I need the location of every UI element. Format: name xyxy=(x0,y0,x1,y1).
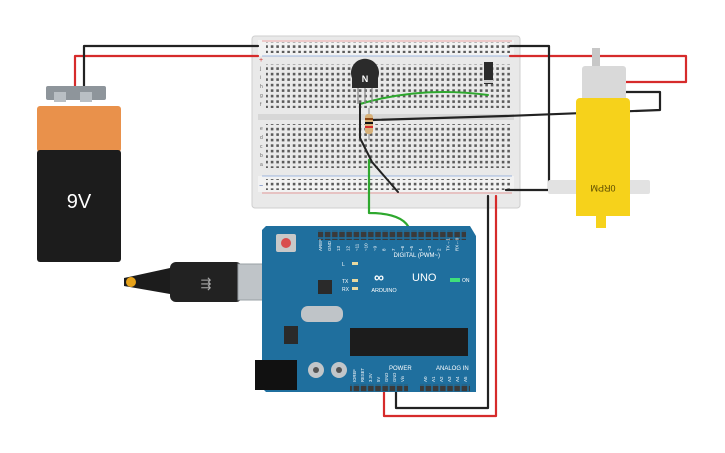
row-letter: g xyxy=(260,93,263,99)
led-label: RX xyxy=(342,287,350,293)
battery-label: 9V xyxy=(67,191,92,213)
row-letter: a xyxy=(260,162,263,168)
power-pin-label: 3.3V xyxy=(368,373,373,382)
on-label: ON xyxy=(462,278,470,284)
power-pin-label: GND xyxy=(384,373,389,382)
row-letter: c xyxy=(260,144,263,150)
analog-pin-label: A3 xyxy=(447,376,452,382)
led-label: L xyxy=(342,262,345,268)
power-pin-label: GND xyxy=(392,373,397,382)
analog-pin-label: A4 xyxy=(455,376,460,382)
resistor[interactable] xyxy=(365,108,373,140)
row-letter: h xyxy=(260,84,263,90)
row-letter: f xyxy=(260,102,262,108)
transistor[interactable]: N xyxy=(351,58,380,104)
wire-arduino-5v[interactable] xyxy=(382,194,498,418)
digital-pin-label: ~5 xyxy=(409,245,414,251)
power-pin-label: Vin xyxy=(400,375,405,382)
wire-arduino-gnd[interactable] xyxy=(394,194,490,410)
arduino-uno[interactable]: DIGITAL (PWM~) AREF GND 13 12 ~11 ~10 ~9 8 7 ~6 ~5… xyxy=(255,226,476,392)
model-label: UNO xyxy=(412,272,437,284)
analog-pin-label: A2 xyxy=(439,376,444,382)
digital-pin-labels: AREF GND 13 12 ~11 ~10 ~9 8 7 ~6 ~5 4 ~3 2 TX→1 RX←0 xyxy=(318,237,460,251)
row-letter: i xyxy=(260,75,261,81)
arduino-logo-icon: ∞ xyxy=(374,269,384,285)
wire-battery-negative[interactable] xyxy=(82,44,260,88)
digital-pin-label: 12 xyxy=(345,245,350,251)
digital-pin-label: ~3 xyxy=(427,245,432,251)
analog-pin-label: A5 xyxy=(463,376,468,382)
digital-pin-label: 4 xyxy=(418,248,423,251)
wire-motor-black[interactable] xyxy=(370,90,662,122)
digital-pin-label: 7 xyxy=(391,248,396,251)
reset-button[interactable] xyxy=(281,238,291,248)
digital-pin-label: ~11 xyxy=(354,243,359,251)
motor-speed-label: 0RPM xyxy=(590,183,615,193)
led-labels: L TX RX xyxy=(342,262,350,293)
digital-pin-label: 13 xyxy=(336,245,341,251)
analog-pin-label: A0 xyxy=(423,376,428,382)
digital-pin-label: ~6 xyxy=(400,245,405,251)
wire-green-base[interactable] xyxy=(359,91,489,105)
row-letter: b xyxy=(260,153,263,159)
row-letter: e xyxy=(260,126,263,132)
digital-header-label: DIGITAL (PWM~) xyxy=(394,253,441,259)
digital-pin-label: TX→1 xyxy=(445,238,450,251)
diode[interactable] xyxy=(484,62,493,84)
transistor-label: N xyxy=(362,74,369,84)
dc-motor[interactable]: 0RPM xyxy=(548,48,650,228)
digital-pin-label: AREF xyxy=(318,239,323,251)
digital-pin-label: 8 xyxy=(382,248,387,251)
digital-pin-label: ~9 xyxy=(373,245,378,251)
digital-pin-label: ~10 xyxy=(364,243,369,251)
digital-pin-label: RX←0 xyxy=(455,237,460,251)
wire-ground-right[interactable] xyxy=(504,44,551,192)
power-pin-label: IOREF xyxy=(352,369,357,382)
row-letter: j xyxy=(259,66,261,72)
digital-pin-label: 2 xyxy=(436,248,441,251)
rail-minus-label: − xyxy=(259,183,263,190)
wire-battery-positive[interactable] xyxy=(73,54,260,88)
row-letter: d xyxy=(260,135,263,141)
led-label: TX xyxy=(342,279,349,285)
digital-pin-label: GND xyxy=(327,240,332,251)
analog-header-label: ANALOG IN xyxy=(436,366,469,372)
brand-label: ARDUINO xyxy=(371,288,397,294)
wire-emitter-ground[interactable] xyxy=(359,103,399,193)
power-pin-label: RESET xyxy=(360,368,365,382)
analog-pin-label: A1 xyxy=(431,376,436,382)
rail-plus-label: + xyxy=(259,57,263,64)
power-pin-label: 5V xyxy=(376,377,381,382)
usb-icon: ⇶ xyxy=(201,276,212,291)
battery-9v[interactable]: 9V xyxy=(37,86,121,262)
power-header-label: POWER xyxy=(389,366,412,372)
